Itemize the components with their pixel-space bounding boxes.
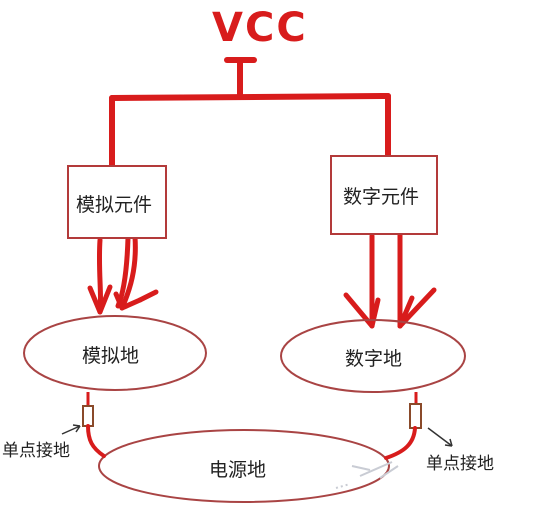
power-ground-label: 电源地 bbox=[209, 459, 267, 481]
single-point-left-label: 单点接地 bbox=[2, 441, 70, 461]
right-ground-link bbox=[384, 392, 453, 460]
analog-component-box bbox=[67, 165, 167, 239]
vcc-label: VCC bbox=[212, 5, 308, 51]
analog-ground-ellipse bbox=[23, 315, 207, 391]
digital-ground-label: 数字地 bbox=[345, 348, 403, 370]
left-ground-link bbox=[61, 392, 106, 458]
analog-current-arrows bbox=[87, 234, 159, 315]
single-point-right-label: 单点接地 bbox=[426, 454, 494, 474]
digital-component-label: 数字元件 bbox=[343, 186, 420, 208]
analog-component-label: 模拟元件 bbox=[76, 194, 153, 216]
digital-ground-ellipse bbox=[280, 319, 466, 393]
digital-component-box bbox=[330, 155, 438, 235]
digital-current-arrows bbox=[343, 231, 437, 329]
watermark-mark bbox=[335, 461, 399, 489]
analog-ground-label: 模拟地 bbox=[82, 345, 140, 367]
power-rail-wire bbox=[109, 93, 391, 101]
power-ground-ellipse bbox=[98, 429, 390, 503]
